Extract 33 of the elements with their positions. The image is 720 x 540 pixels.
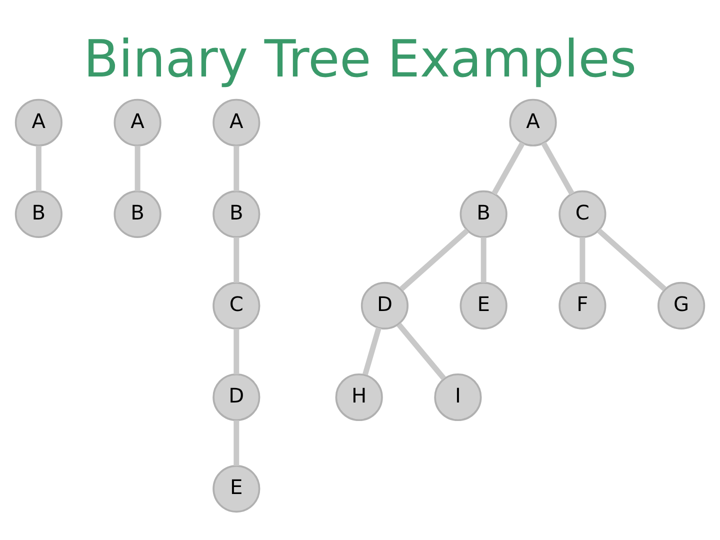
connector — [234, 237, 240, 283]
node-circle: F — [558, 282, 606, 330]
node-circle: A — [509, 98, 557, 146]
node-circle: D — [360, 282, 409, 330]
node-circle: C — [558, 190, 606, 238]
connector — [596, 228, 666, 292]
node-circle: G — [658, 282, 706, 330]
connector — [492, 142, 525, 196]
node-circle: C — [212, 282, 260, 330]
node-circle: B — [212, 190, 260, 238]
node-circle: A — [212, 98, 260, 146]
connector — [234, 328, 240, 374]
node-circle: E — [460, 282, 508, 330]
connector — [480, 237, 486, 283]
connector — [234, 146, 240, 192]
node-circle: B — [114, 190, 162, 238]
node-circle: A — [14, 98, 62, 146]
connector — [541, 142, 574, 196]
connector — [134, 146, 140, 192]
node-circle: H — [335, 373, 383, 422]
connector — [362, 327, 382, 376]
node-circle: E — [212, 464, 260, 513]
node-circle: B — [460, 190, 508, 238]
connector — [36, 146, 42, 192]
node-circle: B — [14, 190, 62, 238]
node-circle: D — [212, 373, 260, 422]
connector — [396, 322, 446, 380]
connector — [234, 420, 240, 466]
connector — [580, 237, 586, 283]
node-circle: A — [114, 98, 162, 146]
connector — [400, 228, 470, 292]
diagram-title: Binary Tree Examples — [83, 30, 637, 90]
node-circle: I — [434, 373, 482, 422]
